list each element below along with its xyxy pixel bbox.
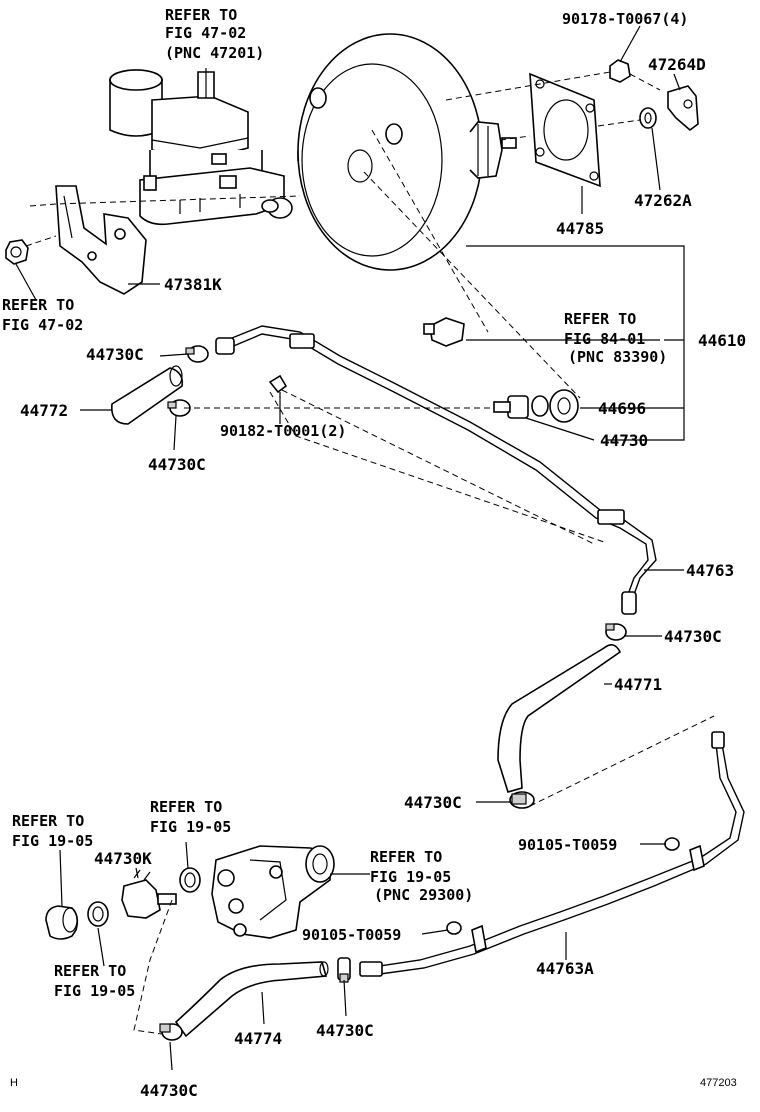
ref-47-02-a-line3: (PNC 47201)	[165, 44, 264, 62]
clamp-lower-1	[337, 957, 351, 983]
label-44772: 44772	[20, 401, 68, 420]
o-ring-pump	[179, 867, 201, 893]
ref-19-05-c-line2: FIG 19-05	[370, 868, 451, 886]
ref-19-05-b-line2: FIG 19-05	[150, 818, 231, 836]
label-44771: 44771	[614, 675, 662, 694]
label-44696: 44696	[598, 399, 646, 418]
gasket-44785	[529, 72, 601, 188]
label-90105-t0059-a: 90105-T0059	[518, 836, 617, 854]
label-44730k: 44730K	[94, 849, 152, 868]
master-cylinder	[109, 69, 293, 226]
figure-number: 477203	[700, 1077, 737, 1089]
label-44763a: 44763A	[536, 959, 594, 978]
label-44785: 44785	[556, 219, 604, 238]
hose-44772	[111, 365, 184, 425]
part-labels: REFER TO FIG 47-02 (PNC 47201) 90178-T00…	[2, 6, 746, 1100]
assembly-lines	[25, 71, 715, 1035]
union-44730	[493, 395, 529, 419]
label-44730c-6: 44730C	[140, 1081, 198, 1100]
bracket-47381k	[55, 185, 147, 295]
clamp-mid-1	[605, 623, 627, 641]
label-44730c-3: 44730C	[664, 627, 722, 646]
label-44730c-5: 44730C	[316, 1021, 374, 1040]
ref-19-05-a-line2: FIG 19-05	[12, 832, 93, 850]
nut-left	[5, 239, 29, 265]
label-90105-t0059-b: 90105-T0059	[302, 926, 401, 944]
clamp-mid-2	[509, 791, 535, 809]
ref-19-05-a-line1: REFER TO	[12, 812, 84, 830]
corner-mark-left: H	[10, 1077, 18, 1089]
washer-47262a	[639, 107, 657, 129]
vacuum-pump	[211, 845, 335, 939]
brake-booster	[297, 33, 517, 271]
ref-84-01-line2: FIG 84-01	[564, 330, 645, 348]
label-44774: 44774	[234, 1029, 282, 1048]
ref-19-05-d-line1: REFER TO	[54, 962, 126, 980]
pipe-44763a	[359, 731, 745, 977]
clamp-upper-1	[185, 345, 209, 363]
bolt-90105-a	[664, 837, 680, 851]
union-44730k	[121, 869, 177, 919]
ref-19-05-c-line1: REFER TO	[370, 848, 442, 866]
label-44763: 44763	[686, 561, 734, 580]
ref-47-02-b-line2: FIG 47-02	[2, 316, 83, 334]
label-90182-t0001: 90182-T0001(2)	[220, 422, 346, 440]
ref-19-05-c-line3: (PNC 29300)	[374, 886, 473, 904]
pipe-44763	[215, 325, 657, 615]
nut-90178	[609, 59, 631, 83]
o-ring-lower	[87, 901, 109, 927]
hose-44774	[174, 961, 329, 1038]
ref-84-01-line1: REFER TO	[564, 310, 636, 328]
label-47262a: 47262A	[634, 191, 692, 210]
label-44610: 44610	[698, 331, 746, 350]
check-valve	[423, 317, 465, 347]
ref-19-05-b-line1: REFER TO	[150, 798, 222, 816]
clip-90182	[268, 374, 288, 394]
ref-47-02-a-line1: REFER TO	[165, 6, 237, 24]
hose-44771	[497, 644, 622, 793]
clip-47264d	[667, 85, 699, 132]
bolt-90105-b	[446, 921, 462, 935]
clamp-lower-2	[159, 1023, 183, 1041]
ref-19-05-d-line2: FIG 19-05	[54, 982, 135, 1000]
leader-lines	[15, 25, 685, 1071]
label-44730c-2: 44730C	[148, 455, 206, 474]
label-47264d: 47264D	[648, 55, 706, 74]
ref-47-02-a-line2: FIG 47-02	[165, 24, 246, 42]
grommet-44696	[531, 389, 579, 423]
label-44730: 44730	[600, 431, 648, 450]
ref-84-01-line3: (PNC 83390)	[568, 348, 667, 366]
label-44730c-1: 44730C	[86, 345, 144, 364]
label-90178-t0067: 90178-T0067(4)	[562, 10, 688, 28]
ref-47-02-b-line1: REFER TO	[2, 296, 74, 314]
label-44730c-4: 44730C	[404, 793, 462, 812]
label-47381k: 47381K	[164, 275, 222, 294]
plug-cap	[45, 905, 79, 940]
